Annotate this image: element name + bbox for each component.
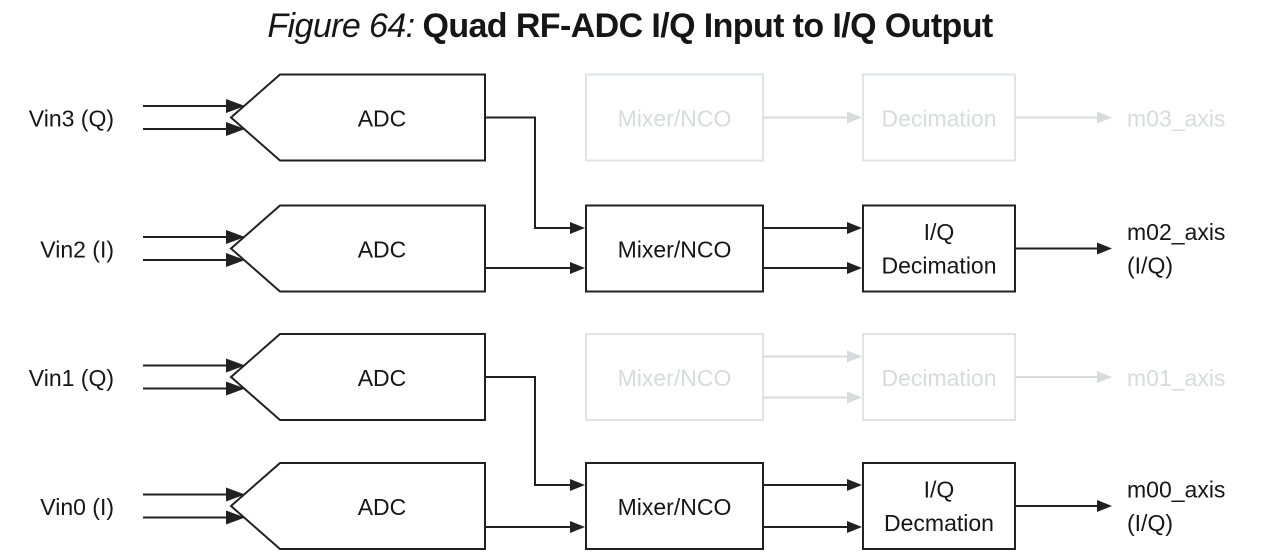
- vin1-decimation-label: Decimation: [881, 365, 996, 391]
- figure-title: Figure 64:Quad RF-ADC I/Q Input to I/Q O…: [267, 7, 992, 45]
- decimation00-label-line1: I/Q: [924, 477, 955, 503]
- m00-output-label-line1: m00_axis: [1127, 477, 1225, 503]
- row-vin1: Vin1 (Q) ADC Mixer/NCO Decimation m01_ax…: [29, 333, 1225, 491]
- vin3-decimation-label: Decimation: [881, 106, 996, 132]
- vin3-input-label: Vin3 (Q): [29, 106, 114, 132]
- mixer02-label: Mixer/NCO: [618, 237, 732, 263]
- vin3-adc-block: [229, 73, 486, 162]
- vin2-adc-label: ADC: [358, 237, 407, 263]
- vin3-adc-to-mixer02-connector: [485, 116, 585, 234]
- decimation02-label-line2: Decimation: [881, 253, 996, 279]
- vin0-input-label: Vin0 (I): [40, 494, 114, 520]
- m00-output-label-line2: (I/Q): [1127, 510, 1173, 536]
- vin1-mixer-label: Mixer/NCO: [618, 365, 732, 391]
- vin1-decimation-block-inactive: [862, 333, 1016, 421]
- figure-title-text: Quad RF-ADC I/Q Input to I/Q Output: [422, 7, 992, 45]
- vin1-mixer-block-inactive: [585, 333, 764, 421]
- figure-number-label: Figure 64:: [267, 7, 414, 45]
- vin1-adc-block: [229, 333, 486, 421]
- vin1-adc-to-mixer00-connector: [485, 376, 585, 491]
- mixer00-label: Mixer/NCO: [618, 494, 732, 520]
- m02-output-label-line1: m02_axis: [1127, 219, 1225, 245]
- decimation00-block: [862, 462, 1016, 550]
- row-vin3: Vin3 (Q) ADC Mixer/NCO Decimation m03_ax…: [29, 73, 1225, 234]
- vin1-adc-label: ADC: [358, 365, 407, 391]
- vin3-decimation-block-inactive: [862, 73, 1016, 162]
- vin3-output-label: m03_axis: [1127, 106, 1225, 132]
- decimation00-label-line2: Decmation: [884, 510, 994, 536]
- vin0-adc-label: ADC: [358, 494, 407, 520]
- row-vin2: Vin2 (I) ADC Mixer/NCO I/Q Decimation m0…: [40, 204, 1225, 293]
- decimation02-label-line1: I/Q: [924, 219, 955, 245]
- vin0-adc-block: [229, 462, 486, 550]
- vin2-adc-block: [229, 204, 486, 293]
- row-vin0: Vin0 (I) ADC Mixer/NCO I/Q Decmation m00…: [40, 462, 1225, 550]
- mixer02-block: [585, 204, 764, 293]
- vin3-mixer-label: Mixer/NCO: [618, 106, 732, 132]
- vin2-input-label: Vin2 (I): [40, 237, 114, 263]
- vin1-input-label: Vin1 (Q): [29, 365, 114, 391]
- vin1-output-label: m01_axis: [1127, 365, 1225, 391]
- vin3-mixer-block-inactive: [585, 73, 764, 162]
- vin3-adc-label: ADC: [358, 106, 407, 132]
- mixer00-block: [585, 462, 764, 550]
- m02-output-label-line2: (I/Q): [1127, 253, 1173, 279]
